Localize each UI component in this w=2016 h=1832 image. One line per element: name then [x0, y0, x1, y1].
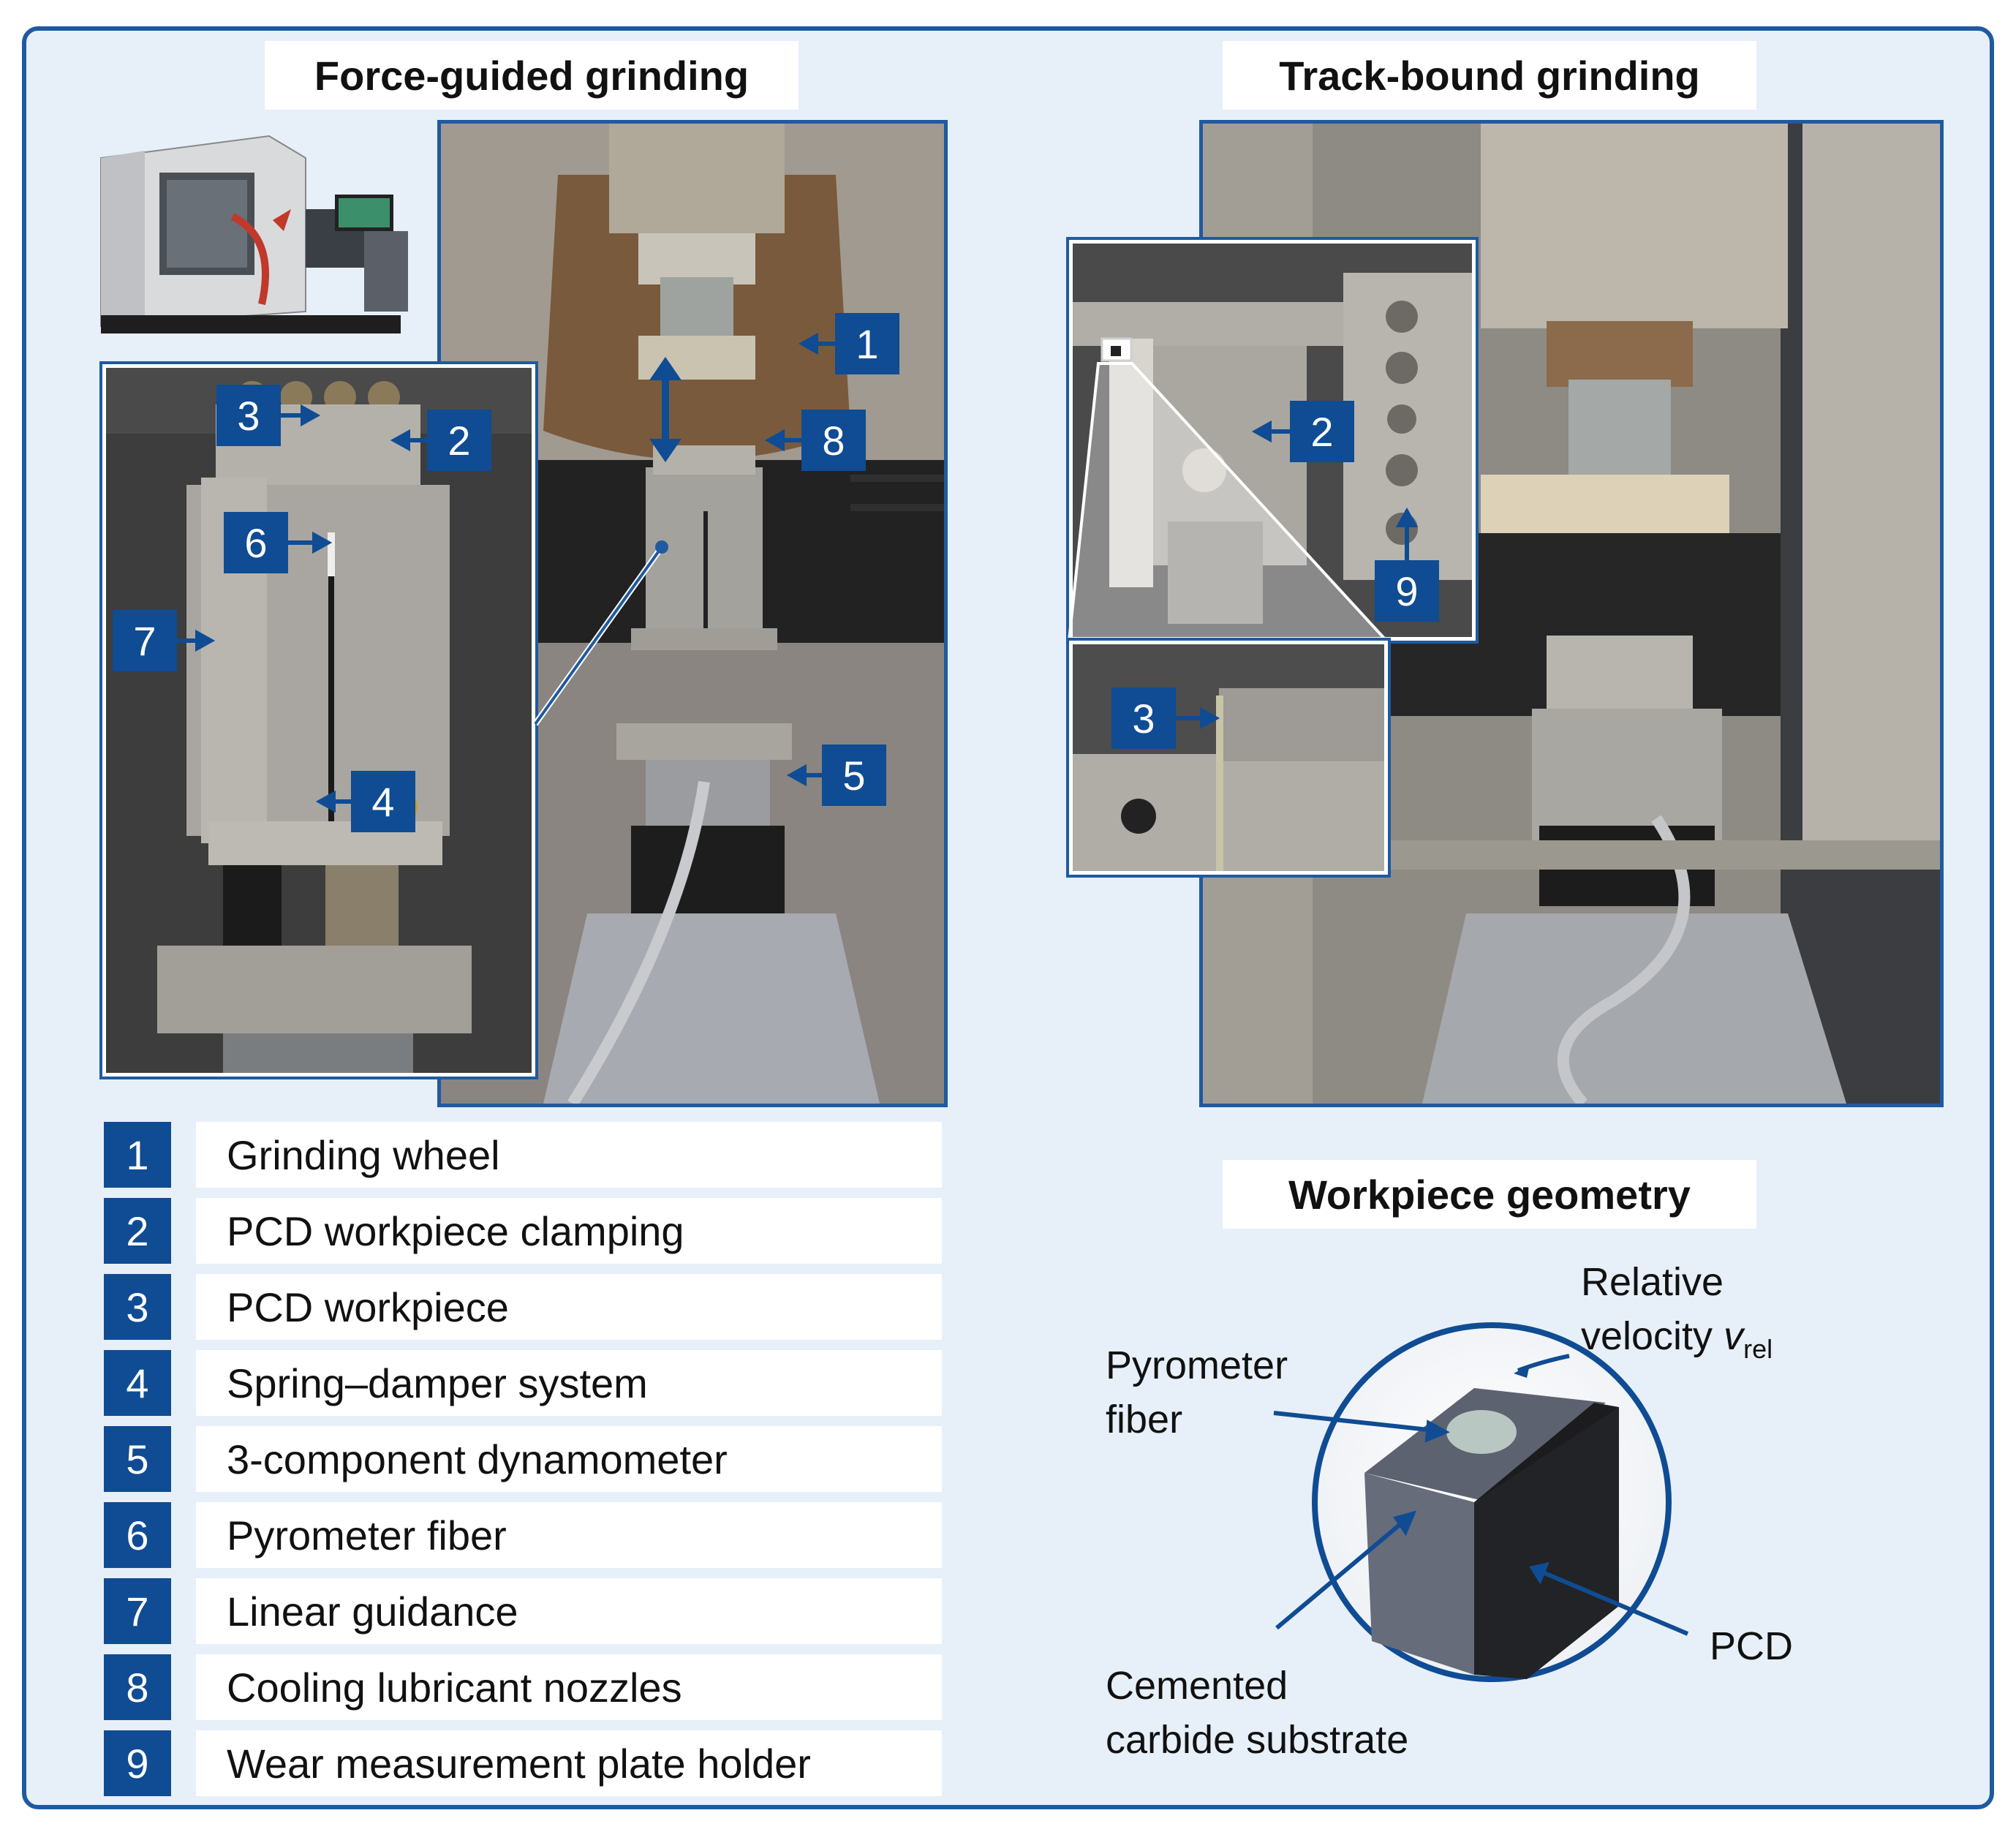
- badge-2: 2: [427, 410, 491, 471]
- legend-number: 1: [104, 1122, 171, 1188]
- badge-6: 6: [224, 512, 288, 573]
- legend-number: 7: [104, 1578, 171, 1644]
- legend-number: 4: [104, 1350, 171, 1416]
- legend-number: 6: [104, 1502, 171, 1568]
- pcd-label: PCD: [1710, 1624, 1794, 1668]
- velocity-symbol: v: [1724, 1314, 1744, 1358]
- pyrometer-label-line2: fiber: [1106, 1398, 1183, 1441]
- legend-label: Spring–damper system: [196, 1350, 942, 1416]
- cemented-carbide-label: Cemented carbide substrate: [1106, 1659, 1408, 1767]
- legend-label: Cooling lubricant nozzles: [196, 1654, 942, 1720]
- legend-label: Grinding wheel: [196, 1122, 942, 1188]
- legend-label: Linear guidance: [196, 1578, 942, 1644]
- badge-7: 7: [113, 610, 177, 671]
- legend-number: 9: [104, 1730, 171, 1796]
- badge-8: 8: [801, 410, 866, 471]
- badge-1: 1: [835, 313, 899, 374]
- velocity-label-line1: Relative: [1581, 1260, 1724, 1304]
- track-bound-photo: [1199, 120, 1944, 1107]
- track-bound-title: Track-bound grinding: [1223, 41, 1756, 110]
- badge-3: 3: [216, 385, 281, 446]
- legend-number: 3: [104, 1274, 171, 1340]
- pyrometer-fiber-label: Pyrometer fiber: [1106, 1338, 1288, 1447]
- grinding-machine-image: [86, 129, 415, 341]
- legend-number: 2: [104, 1198, 171, 1264]
- force-guided-title: Force-guided grinding: [265, 41, 799, 110]
- pcd-face: [1474, 1407, 1619, 1679]
- legend-number: 8: [104, 1654, 171, 1720]
- legend-label: PCD workpiece clamping: [196, 1198, 942, 1264]
- velocity-subscript: rel: [1743, 1333, 1773, 1364]
- badge-9: 9: [1375, 560, 1439, 622]
- badge-2-track: 2: [1290, 401, 1354, 462]
- legend-label: 3-component dynamometer: [196, 1426, 942, 1492]
- workpiece-geometry-title: Workpiece geometry: [1223, 1160, 1756, 1229]
- pyrometer-spot: [1446, 1410, 1517, 1454]
- badge-3-track: 3: [1111, 687, 1176, 749]
- velocity-label-line2: velocity vrel: [1581, 1309, 1773, 1376]
- substrate-label-line2: carbide substrate: [1106, 1718, 1409, 1762]
- legend-label: Pyrometer fiber: [196, 1502, 942, 1568]
- badge-5: 5: [822, 745, 886, 806]
- substrate-label-line1: Cemented: [1106, 1664, 1288, 1708]
- substrate-face: [1364, 1473, 1474, 1675]
- velocity-label-text: velocity: [1581, 1314, 1724, 1358]
- relative-velocity-label: Relative velocity vrel: [1581, 1255, 1773, 1376]
- legend-label: Wear measurement plate holder: [196, 1730, 942, 1796]
- legend-label: PCD workpiece: [196, 1274, 942, 1340]
- track-bound-zoom-photo: [1069, 641, 1388, 875]
- badge-4: 4: [351, 771, 415, 832]
- legend-number: 5: [104, 1426, 171, 1492]
- pyrometer-label-line1: Pyrometer: [1106, 1343, 1288, 1387]
